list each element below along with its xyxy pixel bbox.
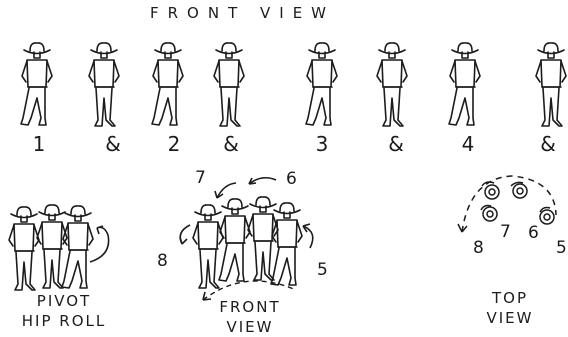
top-view-caption-line1: TOP [478,288,542,308]
top-label-6: 6 [528,225,539,242]
dancer-top-view [483,207,497,221]
count-label: & [376,134,416,154]
dancer-figure-5 [306,43,337,125]
front-label-8: 8 [157,253,168,270]
dancer-figure-1 [21,43,52,125]
top-label-8: 8 [473,240,484,257]
count-label: & [211,134,251,154]
top-label-5: 5 [556,240,567,257]
front-view-caption: FRONT VIEW [200,297,300,337]
dancer-figure-4 [214,43,244,126]
front-label-6: 6 [286,171,297,188]
dancer-figure-8 [536,43,566,126]
front-label-5: 5 [317,262,328,279]
dancer-figure-6 [377,43,407,126]
count-label: 3 [302,134,342,154]
top-view-caption-line2: VIEW [478,308,542,328]
count-label: & [93,134,133,154]
pivot-caption-line2: HIP ROLL [14,311,114,331]
dancer-top-view [485,185,499,199]
top-label-7: 7 [500,224,511,241]
dancer-figure-7 [449,43,480,125]
front-view-caption-line1: FRONT [200,297,300,317]
front-view-caption-line2: VIEW [200,317,300,337]
top-view-caption: TOP VIEW [478,288,542,328]
dancer-top-view [513,184,527,198]
front-view-group [180,178,313,300]
pivot-caption-line1: PIVOT [14,291,114,311]
count-label: 4 [448,134,488,154]
count-label: 1 [19,134,59,154]
count-label: 2 [154,134,194,154]
dancer-top-view [540,210,554,224]
count-label: & [528,134,568,154]
pivot-caption: PIVOT HIP ROLL [14,291,114,331]
dancer-figure-3 [152,43,183,125]
front-label-7: 7 [195,170,206,187]
pivot-group [9,205,109,290]
page-title: FRONT VIEW [150,6,335,21]
dancer-figure-2 [89,43,119,126]
